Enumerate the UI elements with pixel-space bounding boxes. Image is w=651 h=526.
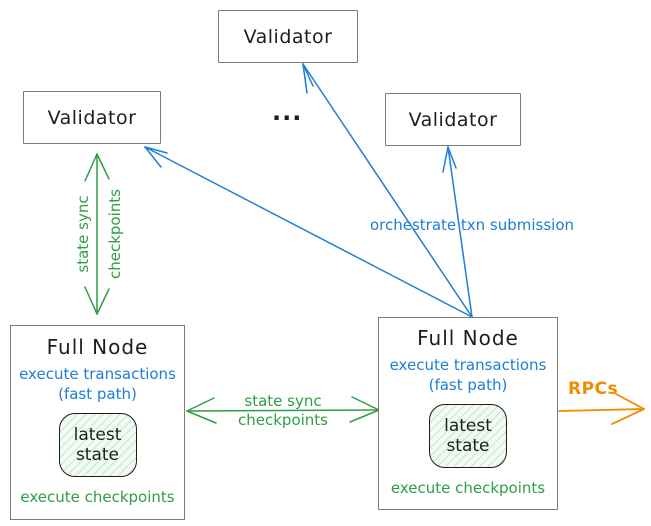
latest-state-line2: state	[446, 436, 490, 456]
rpcs-label: RPCs	[568, 379, 619, 399]
full-node-left-title: Full Node	[46, 335, 149, 359]
blue-arrow-to-top-validator	[302, 63, 473, 318]
full-node-box-left: Full Node execute transactions (fast pat…	[10, 325, 185, 520]
horizontal-state-sync-label: state sync checkpoints	[203, 392, 363, 430]
full-node-left-execute-transactions: execute transactions (fast path)	[19, 364, 176, 404]
horizontal-state-sync-line1: state sync	[244, 392, 322, 410]
full-node-left-execute-checkpoints: execute checkpoints	[20, 488, 175, 506]
horizontal-state-sync-line2: checkpoints	[238, 411, 328, 429]
validators-ellipsis: ...	[272, 98, 303, 126]
latest-state-line1: latest	[73, 425, 122, 445]
fast-path-line: (fast path)	[58, 385, 137, 403]
blue-arrow-to-left-validator	[144, 146, 473, 318]
orange-rpcs-arrow	[558, 393, 645, 425]
validator-box-top: Validator	[218, 10, 358, 63]
full-node-right-execute-transactions: execute transactions (fast path)	[390, 355, 547, 395]
latest-state-line1: latest	[444, 416, 492, 436]
full-node-right-title: Full Node	[417, 326, 519, 350]
full-node-right-execute-checkpoints: execute checkpoints	[390, 479, 546, 497]
exec-transactions-line: execute transactions	[19, 365, 176, 383]
validator-box-left: Validator	[23, 91, 161, 144]
vertical-state-sync-line1: state sync	[74, 195, 92, 273]
latest-state-box-right: latest state	[429, 404, 507, 468]
orchestrate-txn-submission-label: orchestrate txn submission	[369, 216, 575, 234]
latest-state-box-left: latest state	[58, 413, 137, 477]
exec-transactions-line: execute transactions	[389, 356, 547, 374]
fast-path-line: (fast path)	[428, 376, 508, 394]
validator-box-right: Validator	[385, 93, 521, 146]
green-horizontal-sync-arrow	[186, 396, 380, 424]
latest-state-line2: state	[75, 445, 120, 465]
blue-arrow-to-right-validator	[442, 146, 473, 318]
validator-left-label: Validator	[47, 106, 137, 129]
vertical-state-sync-line2: checkpoints	[106, 189, 124, 279]
validator-right-label: Validator	[408, 108, 498, 131]
green-vertical-sync-arrow	[84, 153, 110, 315]
full-node-box-right: Full Node execute transactions (fast pat…	[378, 317, 558, 510]
validator-top-label: Validator	[243, 25, 333, 48]
vertical-state-sync-label: state sync checkpoints	[68, 172, 130, 296]
